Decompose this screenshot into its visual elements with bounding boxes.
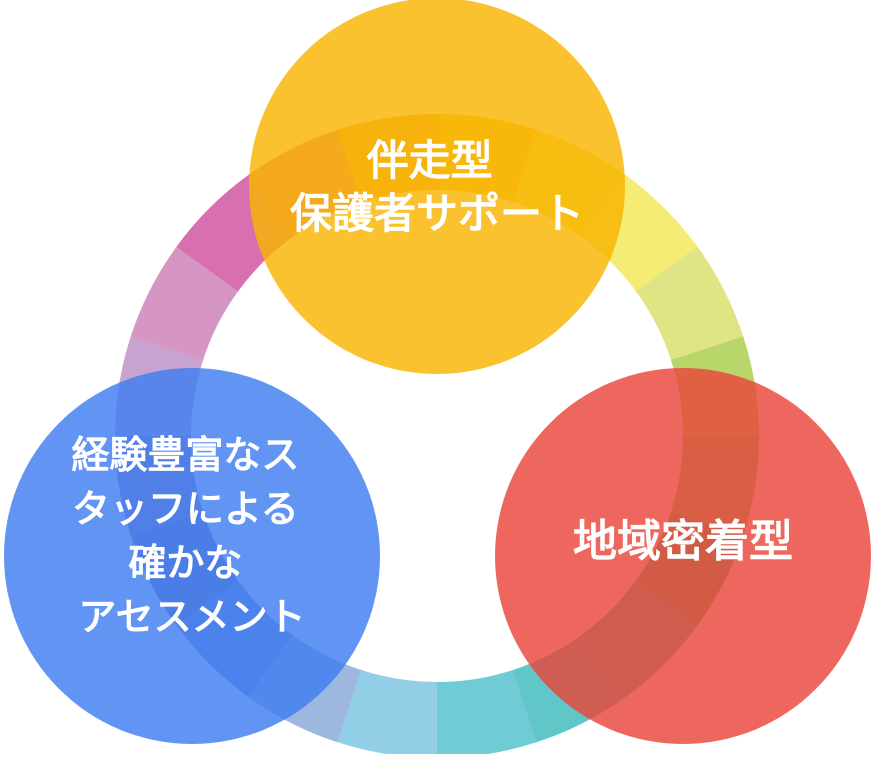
circle-top [249, 0, 625, 374]
circle-right [495, 368, 871, 744]
ring-segment [335, 669, 437, 758]
circle-left [4, 368, 380, 744]
ring-segment [130, 244, 239, 360]
label-group: 伴走型 保護者サポート 地域密着型 経験豊富なス タッフによる 確かな アセスメ… [71, 136, 793, 639]
label-top-line-2: 保護者サポート [290, 189, 584, 238]
ring-segment [636, 246, 744, 362]
label-left-line-1: 経験豊富なス [71, 433, 299, 477]
label-left: 経験豊富なス タッフによる 確かな アセスメント [71, 433, 312, 639]
label-right: 地域密着型 [573, 516, 793, 567]
label-left-line-4: アセスメント [78, 595, 305, 639]
label-left-line-3: 確かな [128, 541, 242, 585]
label-top: 伴走型 保護者サポート [290, 136, 584, 238]
label-right-line-1: 地域密着型 [573, 516, 793, 567]
label-left-line-2: タッフによる [72, 487, 299, 531]
label-top-line-1: 伴走型 [366, 136, 493, 185]
ring-segment [434, 669, 537, 758]
circle-group [4, 0, 871, 744]
